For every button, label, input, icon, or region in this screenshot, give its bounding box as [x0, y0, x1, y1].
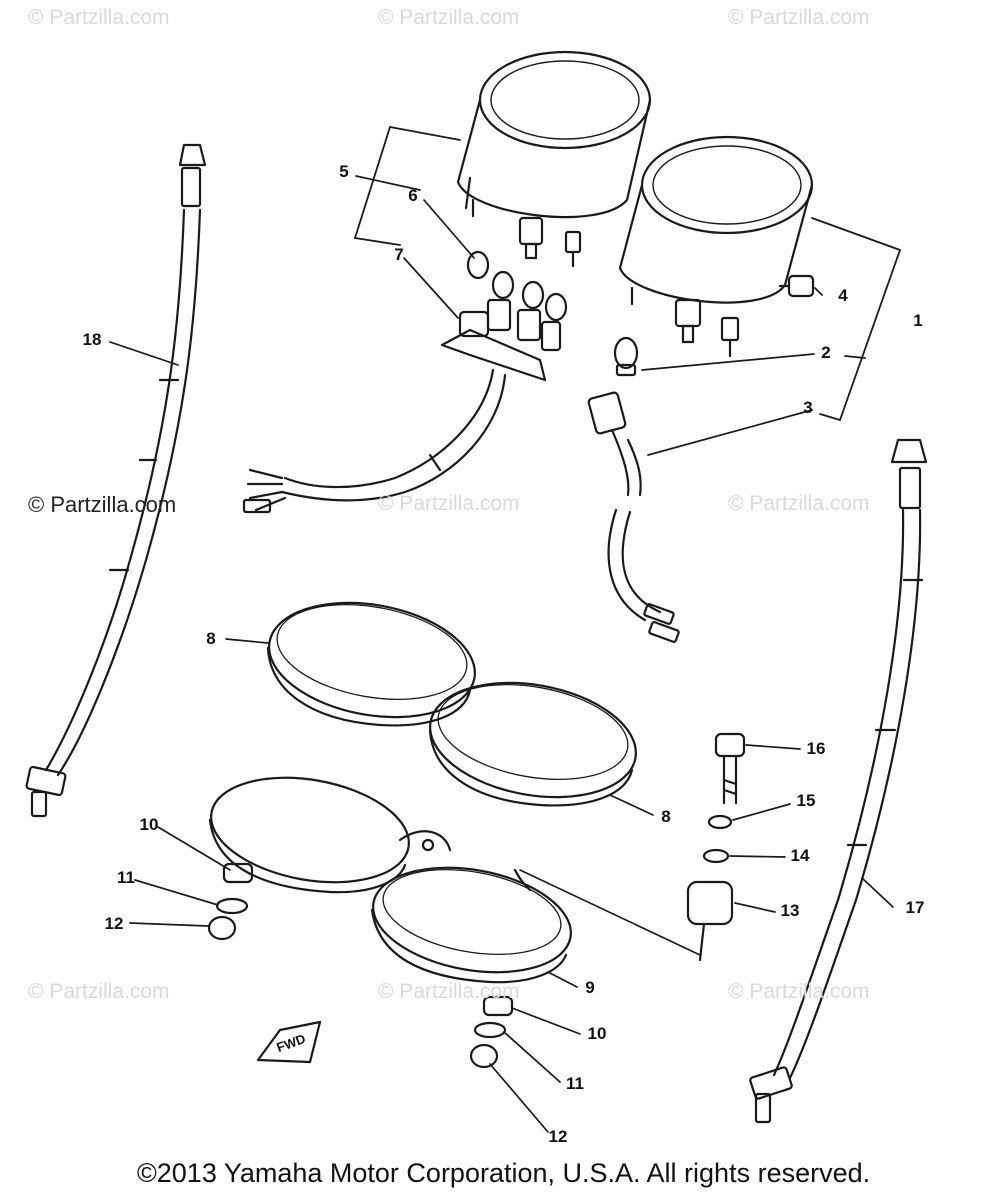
- watermark: © Partzilla.com: [728, 492, 870, 515]
- callout-3: 3: [803, 398, 813, 417]
- cable-left: [25, 143, 207, 818]
- leader-lines: [109, 175, 894, 1133]
- callout-13: 13: [780, 901, 800, 920]
- bulb: [613, 336, 639, 377]
- callout-brackets: [354, 126, 901, 421]
- meter-housing-left: [456, 50, 652, 268]
- watermark: © Partzilla.com: [28, 492, 177, 517]
- socket-cord-right: [587, 391, 680, 643]
- watermark: © Partzilla.com: [378, 492, 520, 515]
- callout-11: 11: [117, 868, 135, 887]
- callout-8: 8: [206, 629, 216, 648]
- callout-10: 10: [587, 1024, 607, 1043]
- callout-12: 12: [548, 1127, 568, 1146]
- watermark: © Partzilla.com: [728, 6, 870, 29]
- mount-hardware-left: [207, 862, 254, 941]
- copyright-notice: ©2013 Yamaha Motor Corporation, U.S.A. A…: [136, 1158, 871, 1188]
- callout-16: 16: [806, 739, 826, 758]
- callout-2: 2: [821, 343, 831, 362]
- watermark: © Partzilla.com: [378, 980, 520, 1003]
- callout-4: 4: [838, 286, 848, 305]
- watermark: © Partzilla.com: [28, 6, 170, 29]
- callout-14: 14: [790, 846, 810, 865]
- mount-hardware-bottom: [469, 995, 514, 1069]
- fwd-arrow-icon: [256, 1020, 322, 1064]
- callout-1: 1: [913, 311, 923, 330]
- mount-hardware-right: [686, 732, 746, 962]
- callout-17: 17: [905, 898, 925, 917]
- callout-18: 18: [82, 330, 102, 349]
- watermark: © Partzilla.com: [378, 6, 520, 29]
- meter-cover-b: [428, 681, 637, 807]
- watermark: © Partzilla.com: [28, 980, 170, 1003]
- callout-8: 8: [661, 807, 671, 826]
- reset-knob: [787, 274, 815, 298]
- callout-6: 6: [408, 186, 418, 205]
- callout-5: 5: [339, 162, 349, 181]
- bulb-socket-harness-left: [242, 250, 568, 514]
- callout-10: 10: [139, 815, 159, 834]
- callout-11: 11: [566, 1074, 584, 1093]
- watermark: © Partzilla.com: [728, 980, 870, 1003]
- cable-right: [749, 438, 928, 1124]
- callout-15: 15: [796, 791, 816, 810]
- callout-12: 12: [104, 914, 124, 933]
- meter-housing-right: [618, 135, 815, 358]
- callout-9: 9: [585, 978, 595, 997]
- assembly-line: [519, 869, 701, 956]
- meter-cover-a: [266, 601, 476, 727]
- meter-case: [208, 776, 572, 984]
- callout-7: 7: [394, 245, 404, 264]
